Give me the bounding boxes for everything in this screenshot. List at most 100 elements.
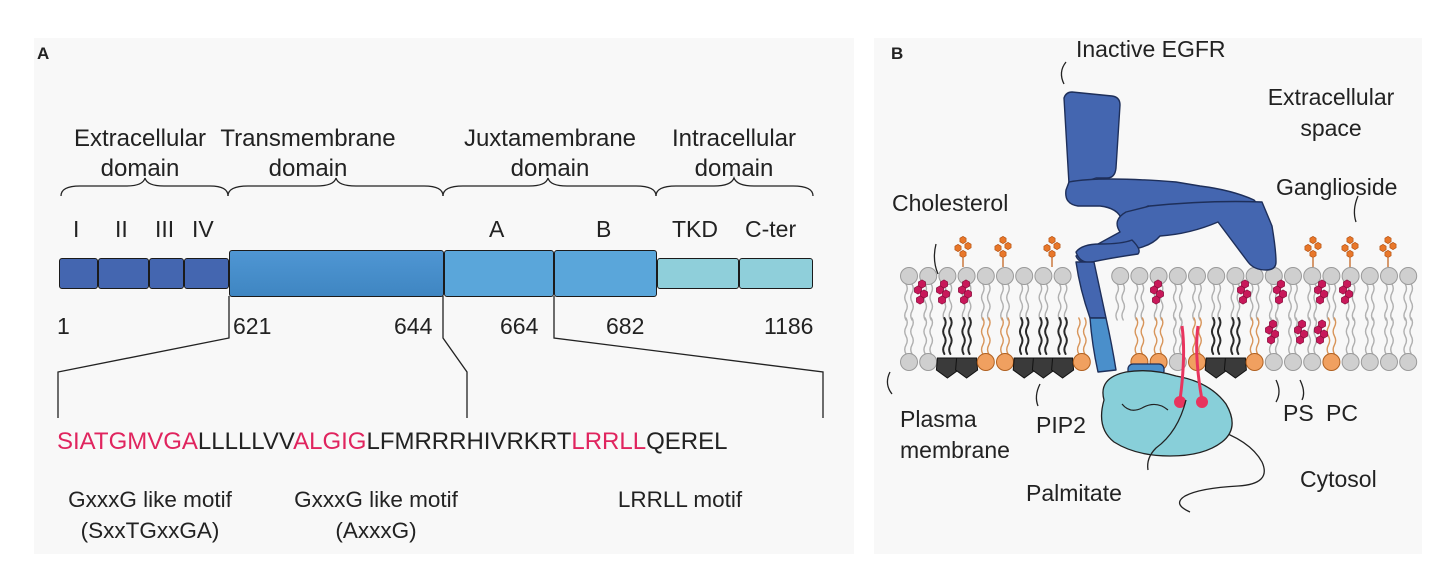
- motif-2-line1: GxxxG like motif: [294, 487, 458, 512]
- lower-lipid-tail: [1006, 317, 1010, 355]
- icd-segment-C-ter: [739, 258, 813, 289]
- lower-lipid-tail: [1390, 317, 1394, 355]
- lower-lipid-tail: [923, 317, 928, 355]
- upper-lipid-tail: [1121, 283, 1126, 321]
- subdomain-IV: IV: [192, 216, 214, 242]
- jmd-segment-A: [444, 250, 554, 297]
- upper-lipid-tail: [1288, 283, 1292, 321]
- upper-lipid-tail: [1198, 283, 1202, 321]
- upper-lipid-head: [1226, 267, 1245, 285]
- subdomain-I: I: [73, 216, 80, 242]
- ganglioside-sugar: [1309, 250, 1317, 258]
- lower-lipid-tail: [1326, 317, 1331, 355]
- upper-lipid-tail: [986, 283, 991, 321]
- seq-segment-6: QEREL: [646, 428, 728, 455]
- lower-lipid-tail: [1082, 317, 1087, 355]
- panel-a-label: A: [37, 44, 50, 63]
- pc-head: [1380, 353, 1398, 371]
- upper-lipid-tail: [1140, 283, 1145, 321]
- transmembrane-title-line1: Transmembrane: [220, 125, 396, 152]
- intracellular-title-line1: Intracellular: [671, 125, 797, 152]
- ganglioside-sugar: [1053, 242, 1061, 250]
- cholesterol-ring: [936, 285, 944, 295]
- label-ps: PS: [1283, 400, 1314, 426]
- motif-1-line2: (SxxTGxxGA): [80, 518, 220, 543]
- pc-head: [1360, 353, 1379, 371]
- palmitate-chains: [1174, 325, 1208, 408]
- upper-lipid-head: [1034, 267, 1053, 285]
- cholesterol-ring: [960, 295, 968, 305]
- upper-lipid-tail: [1006, 283, 1010, 321]
- upper-lipid-head: [1130, 267, 1149, 285]
- lower-lipid-tail: [980, 317, 985, 355]
- pip2-head: [1223, 357, 1247, 379]
- cholesterol-ring: [1296, 335, 1304, 345]
- ganglioside-sugar: [1048, 236, 1056, 244]
- upper-lipid-tail: [1249, 283, 1254, 321]
- label-pip2: PIP2: [1036, 412, 1086, 438]
- cholesterol-ring: [1320, 289, 1328, 299]
- upper-lipid-tail: [910, 283, 914, 321]
- lower-lipid-tail: [1307, 317, 1312, 355]
- upper-lipid-head: [976, 267, 995, 285]
- lower-lipid-tail: [1294, 317, 1298, 355]
- upper-lipid-tail: [1178, 283, 1183, 321]
- ganglioside-sugar: [1304, 244, 1312, 252]
- lower-lipid-tail: [942, 317, 947, 355]
- cholesterol-ring: [914, 285, 922, 295]
- plasma-membrane-line1: Plasma: [900, 406, 977, 432]
- cholesterol-ring: [962, 279, 970, 289]
- lower-lipid-tail: [1134, 317, 1139, 355]
- cholesterol-ring: [1241, 279, 1249, 289]
- seq-motif-axxxg: ALGIG: [293, 428, 367, 455]
- upper-lipid-head: [1207, 267, 1226, 285]
- ganglioside-sugar: [1389, 242, 1397, 250]
- cholesterol-ring: [958, 285, 966, 295]
- label-cholesterol: Cholesterol: [892, 190, 1009, 216]
- upper-lipid-tail: [1326, 283, 1331, 321]
- upper-lipid-head: [1303, 267, 1322, 285]
- pip2-head: [1031, 357, 1055, 379]
- tmd-segment: [229, 250, 444, 297]
- position-644: 644: [394, 313, 433, 339]
- label-plasma-membrane: Plasma membrane: [900, 404, 1010, 466]
- lower-lipid-tail: [1216, 317, 1222, 355]
- cholesterol-ring: [1267, 335, 1275, 345]
- cholesterol-ring: [1243, 289, 1251, 299]
- ps-head: [1245, 353, 1264, 371]
- upper-lipid-head: [919, 267, 938, 285]
- ps-head: [1072, 353, 1091, 371]
- lower-lipid-tail: [1063, 317, 1068, 355]
- zoom-line-621: [57, 296, 230, 418]
- pip2-head: [1204, 357, 1228, 379]
- brace-extracellular: [60, 177, 229, 197]
- ganglioside-sugar: [959, 236, 967, 244]
- cholesterol-ring: [1343, 279, 1351, 289]
- position-621: 621: [233, 313, 272, 339]
- seq-motif-sxxtgxxga: SIATGMVGA: [57, 428, 198, 455]
- cholesterol-ring: [1279, 289, 1287, 299]
- cholesterol-ring: [1314, 285, 1322, 295]
- cholesterol-ring: [1269, 319, 1277, 329]
- pip2-head: [955, 357, 979, 379]
- position-1186: 1186: [764, 313, 814, 339]
- cholesterol-ring: [1300, 329, 1308, 339]
- cholesterol-ring: [918, 279, 926, 289]
- upper-lipid-tail: [1370, 283, 1375, 321]
- upper-lipid-tail: [980, 283, 985, 321]
- cholesterol-ring: [1273, 285, 1281, 295]
- egfr-transmembrane-helix: [1075, 261, 1117, 373]
- lower-lipid-tail: [1198, 317, 1202, 355]
- pip2-head: [935, 357, 959, 379]
- juxtamembrane-domain-title: Juxtamembrane domain: [450, 124, 650, 184]
- pc-head: [1399, 353, 1418, 371]
- label-pc: PC: [1326, 400, 1358, 426]
- ps-head: [996, 353, 1014, 371]
- upper-lipid-tail: [1268, 283, 1273, 321]
- transmembrane-domain-title: Transmembrane domain: [208, 124, 408, 184]
- subdomain-B: B: [596, 216, 612, 242]
- ganglioside-sugar: [999, 236, 1007, 244]
- lower-lipid-tail: [1384, 317, 1388, 355]
- subdomain-II: II: [115, 216, 128, 242]
